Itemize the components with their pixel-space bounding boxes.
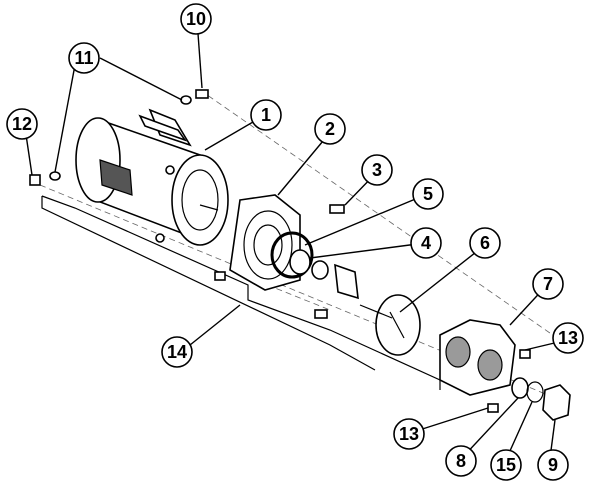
impeller — [359, 294, 421, 356]
callout-5-label: 5 — [423, 184, 433, 204]
callout-9-label: 9 — [548, 455, 558, 475]
callout-4-label: 4 — [421, 233, 431, 253]
mechanical-seal — [289, 249, 359, 300]
plug-13a — [519, 349, 531, 359]
callout-2: 2 — [314, 113, 346, 145]
plug-13b — [487, 403, 499, 413]
callout-14-label: 14 — [167, 342, 187, 362]
callout-15-label: 15 — [496, 455, 516, 475]
screw — [329, 204, 345, 214]
bolt — [214, 271, 226, 281]
callout-7: 7 — [532, 268, 564, 300]
motor — [75, 108, 229, 246]
callout-3-label: 3 — [372, 160, 382, 180]
callout-4: 4 — [410, 227, 442, 259]
callout-13a-label: 13 — [558, 328, 578, 348]
key — [314, 309, 328, 319]
callout-11-label: 11 — [74, 48, 93, 68]
callout-13b: 13 — [393, 418, 425, 450]
washer-11 — [180, 95, 192, 105]
callout-1-label: 1 — [261, 105, 271, 125]
callout-13a: 13 — [552, 322, 584, 354]
o-ring — [270, 231, 314, 279]
leader-lines — [24, 19, 568, 463]
callout-9: 9 — [537, 449, 569, 481]
callout-12-label: 12 — [12, 114, 32, 134]
callout-12: 12 — [6, 108, 38, 140]
screw-10 — [195, 89, 209, 99]
o-ring-8 — [511, 377, 529, 399]
callout-6-label: 6 — [480, 233, 490, 253]
callout-10-label: 10 — [186, 9, 206, 29]
callout-3: 3 — [361, 154, 393, 186]
axis-lines — [39, 89, 561, 401]
callout-14: 14 — [161, 336, 193, 368]
callout-5: 5 — [412, 178, 444, 210]
nut-12 — [29, 174, 41, 186]
callout-6: 6 — [469, 227, 501, 259]
callout-1: 1 — [250, 99, 282, 131]
callout-15: 15 — [490, 449, 522, 481]
callout-8: 8 — [445, 445, 477, 477]
washer-11b — [49, 171, 61, 181]
seal-plate — [229, 194, 301, 291]
callout-11: 11 — [68, 42, 100, 74]
nut-9 — [542, 384, 571, 421]
callout-8-label: 8 — [456, 451, 466, 471]
callout-13b-label: 13 — [399, 424, 419, 444]
callout-2-label: 2 — [325, 119, 335, 139]
gasket-15 — [526, 381, 544, 403]
callout-10: 10 — [180, 3, 212, 35]
pump-housing — [439, 319, 516, 396]
base-frame-lower — [41, 196, 376, 371]
callout-7-label: 7 — [543, 274, 553, 294]
